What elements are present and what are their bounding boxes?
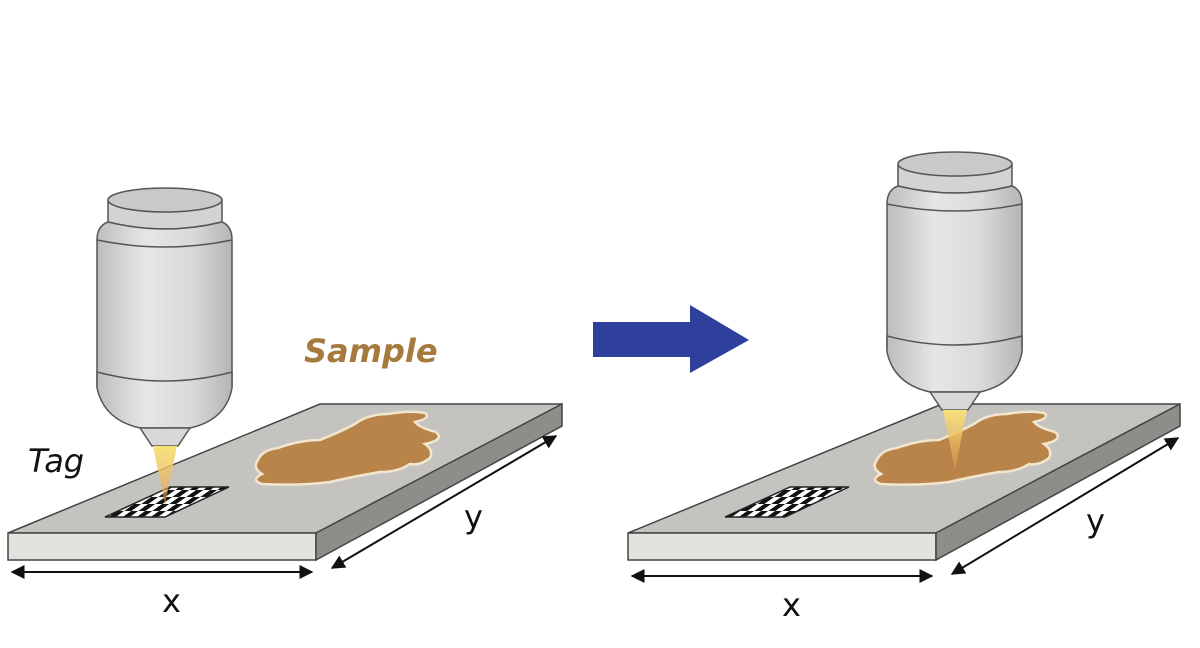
right-arrow-icon	[593, 305, 749, 373]
microscope-objective	[886, 151, 1023, 411]
y-axis-label: y	[464, 498, 483, 536]
laser-beam	[153, 446, 177, 505]
x-axis-label: x	[162, 582, 181, 620]
calibration-tag	[724, 486, 850, 518]
calibration-tag	[104, 486, 230, 518]
x-axis-label: x	[782, 586, 801, 624]
sample-label: Sample	[304, 332, 438, 370]
y-dimension-arrow	[330, 435, 558, 569]
y-dimension-arrow	[950, 437, 1180, 575]
tag-label: Tag	[28, 442, 84, 480]
right-panel: x y	[627, 151, 1181, 624]
left-panel: Tag Sample x y	[7, 187, 563, 620]
y-axis-label: y	[1086, 502, 1105, 540]
microscope-objective	[96, 187, 233, 447]
